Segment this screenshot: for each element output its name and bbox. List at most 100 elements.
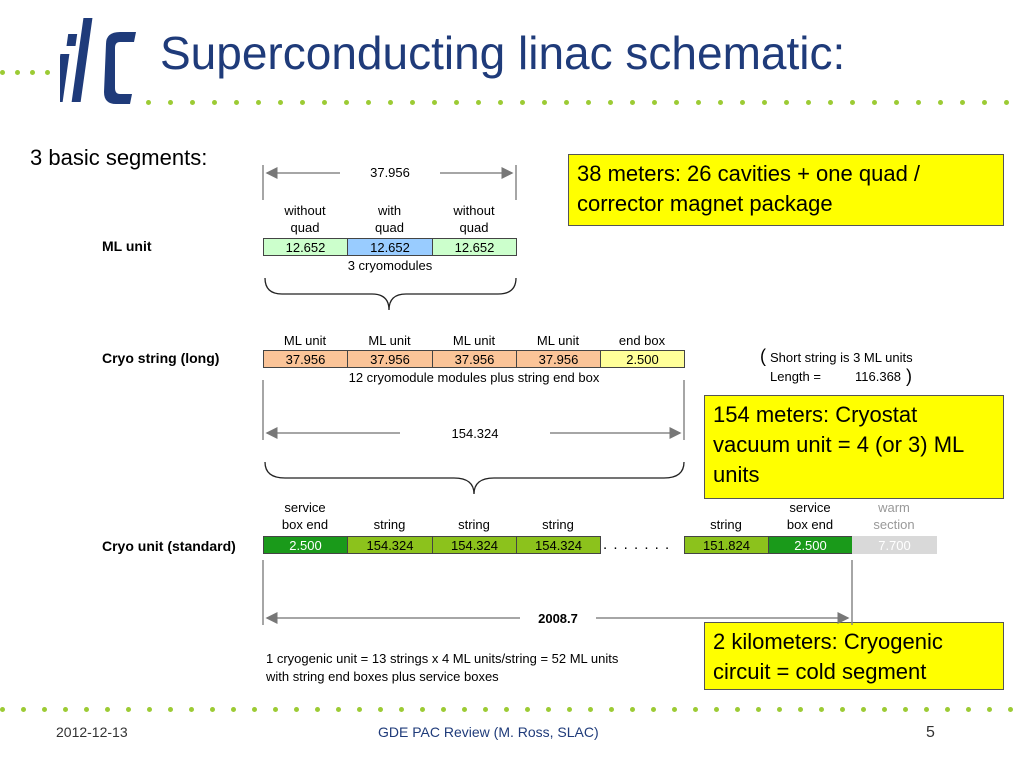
divider-dot xyxy=(938,100,943,105)
divider-dot xyxy=(168,100,173,105)
divider-dot xyxy=(441,707,446,712)
unit-cell-string-1: 154.324 xyxy=(347,536,433,554)
divider-dot xyxy=(210,707,215,712)
divider-dot xyxy=(278,100,283,105)
string-cell-endbox: 2.500 xyxy=(600,350,685,368)
ilc-logo: ilc xyxy=(60,14,142,106)
divider-dot xyxy=(483,707,488,712)
divider-dot xyxy=(714,707,719,712)
divider-dot xyxy=(454,100,459,105)
divider-dot xyxy=(828,100,833,105)
divider-dot xyxy=(740,100,745,105)
divider-dot xyxy=(410,100,415,105)
divider-dot xyxy=(982,100,987,105)
divider-dot xyxy=(840,707,845,712)
note-paren-close: ) xyxy=(906,366,912,386)
divider-dot xyxy=(231,707,236,712)
unit-header-1-line2: box end xyxy=(281,517,329,532)
divider-dot xyxy=(189,707,194,712)
unit-cell-string-2: 154.324 xyxy=(432,536,517,554)
ml-header-3-line1: without xyxy=(453,203,495,218)
unit-cell-string-3: 154.324 xyxy=(516,536,601,554)
unit-header-6-line1: service xyxy=(789,500,831,515)
divider-dot xyxy=(718,100,723,105)
divider-dot xyxy=(784,100,789,105)
divider-dot xyxy=(190,100,195,105)
divider-dot xyxy=(945,707,950,712)
divider-dot xyxy=(146,100,151,105)
divider-dot xyxy=(256,100,261,105)
ml-header-3-line2: quad xyxy=(459,220,489,235)
divider-dot xyxy=(798,707,803,712)
unit-caption: 1 cryogenic unit = 13 strings x 4 ML uni… xyxy=(266,650,618,686)
divider-dot xyxy=(252,707,257,712)
divider-dot xyxy=(806,100,811,105)
divider-dot xyxy=(520,100,525,105)
divider-dot xyxy=(300,100,305,105)
segments-label: 3 basic segments: xyxy=(30,145,208,170)
divider-dot xyxy=(546,707,551,712)
divider-dot xyxy=(21,707,26,712)
divider-dot xyxy=(322,100,327,105)
divider-dot xyxy=(0,707,5,712)
ilc-logo-graphic xyxy=(60,18,136,104)
divider-dot xyxy=(30,70,35,75)
divider-dot xyxy=(693,707,698,712)
ml-cell-1: 12.652 xyxy=(263,238,348,256)
divider-dot xyxy=(168,707,173,712)
ml-cell-2: 12.652 xyxy=(347,238,433,256)
divider-dot xyxy=(84,707,89,712)
divider-dot xyxy=(924,707,929,712)
divider-dot xyxy=(388,100,393,105)
divider-dot xyxy=(498,100,503,105)
divider-dot xyxy=(872,100,877,105)
divider-dot xyxy=(630,100,635,105)
divider-dot xyxy=(234,100,239,105)
string-header-5: end box xyxy=(618,333,666,348)
ml-unit-span-label: 37.956 xyxy=(340,164,440,181)
unit-cell-service-start: 2.500 xyxy=(263,536,348,554)
unit-header-7-line1: warm xyxy=(878,500,910,515)
page-title: Superconducting linac schematic: xyxy=(160,27,846,79)
string-header-4: ML unit xyxy=(536,333,580,348)
divider-dot xyxy=(960,100,965,105)
string-header-2: ML unit xyxy=(368,333,411,348)
dot-divider-top-left xyxy=(0,70,60,76)
divider-dot xyxy=(882,707,887,712)
unit-cell-service-end: 2.500 xyxy=(768,536,853,554)
divider-dot xyxy=(651,707,656,712)
divider-dot xyxy=(777,707,782,712)
string-cell-4: 37.956 xyxy=(516,350,601,368)
short-string-length-value: 116.368 xyxy=(855,369,902,384)
callout-cryo-unit: 2 kilometers: Cryogenic circuit = cold s… xyxy=(704,622,1004,690)
divider-dot xyxy=(542,100,547,105)
divider-dot xyxy=(609,707,614,712)
footer-date: 2012-12-13 xyxy=(56,724,128,740)
string-cell-3: 37.956 xyxy=(432,350,517,368)
divider-dot xyxy=(696,100,701,105)
divider-dot xyxy=(0,70,5,75)
unit-caption-line2: with string end boxes plus service boxes xyxy=(266,669,499,684)
divider-dot xyxy=(344,100,349,105)
short-string-note: Short string is 3 ML units xyxy=(770,350,913,365)
divider-dot xyxy=(756,707,761,712)
divider-dot xyxy=(399,707,404,712)
divider-dot xyxy=(674,100,679,105)
divider-dot xyxy=(504,707,509,712)
unit-header-6-line2: box end xyxy=(786,517,834,532)
divider-dot xyxy=(420,707,425,712)
divider-dot xyxy=(1008,707,1013,712)
row-label-cryo-string: Cryo string (long) xyxy=(102,350,220,366)
divider-dot xyxy=(105,707,110,712)
divider-dot xyxy=(45,70,50,75)
ml-header-1-line1: without xyxy=(284,203,326,218)
unit-header-1-line1: service xyxy=(284,500,326,515)
divider-dot xyxy=(357,707,362,712)
divider-dot xyxy=(564,100,569,105)
divider-dot xyxy=(462,707,467,712)
unit-header-4: string xyxy=(542,517,574,532)
divider-dot xyxy=(126,707,131,712)
callout-cryo-string: 154 meters: Cryostat vacuum unit = 4 (or… xyxy=(704,395,1004,499)
